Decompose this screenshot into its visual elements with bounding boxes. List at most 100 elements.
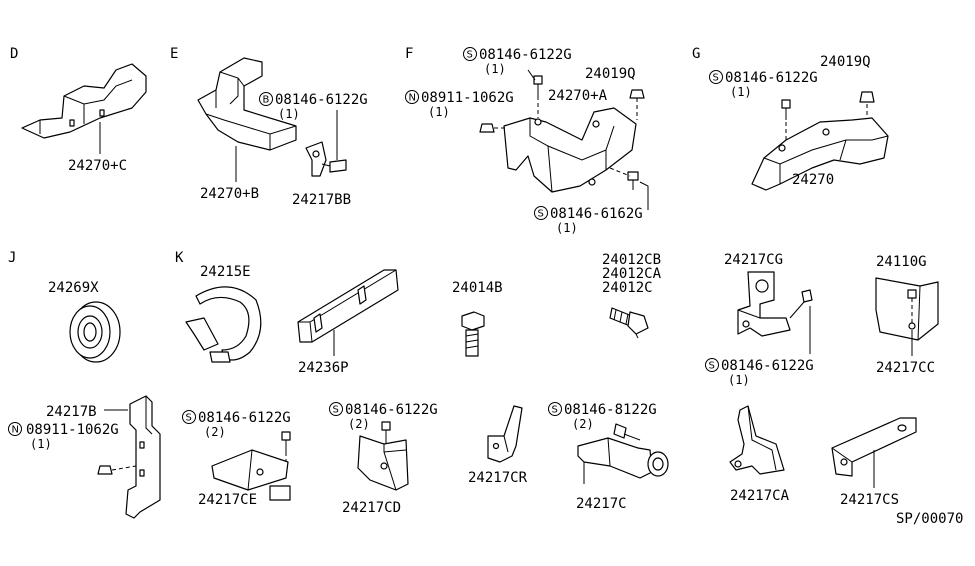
part-label-24217ce: 24217CE: [198, 492, 257, 508]
svg-text:S: S: [467, 50, 473, 61]
svg-text:(1): (1): [278, 107, 300, 121]
part-24217cr-drawing: [487, 405, 523, 463]
fastener-n-08911-1062g-b: N 08911-1062G (1): [8, 422, 119, 451]
part-24270a-drawing: [503, 107, 637, 193]
part-24217ce-drawing: [211, 449, 291, 501]
part-24217cg-drawing: [737, 271, 791, 337]
svg-text:08146-6122G: 08146-6122G: [345, 402, 438, 418]
nut-icon: [859, 91, 875, 103]
bolt-prefix-s-icon: [329, 402, 343, 416]
part-label-24217b: 24217B: [46, 404, 97, 420]
bolt-prefix-s-icon: [705, 358, 719, 372]
section-label-j: J: [8, 250, 16, 266]
svg-text:(1): (1): [484, 62, 506, 76]
fastener-s-08146-6122g-g: S 08146-6122G (1): [709, 70, 818, 99]
part-label-24217cr: 24217CR: [468, 470, 528, 486]
svg-text:S: S: [713, 73, 719, 84]
part-label-24217cd: 24217CD: [342, 500, 401, 516]
fastener-s-08146-6122g-f: S 08146-6122G (1): [463, 47, 572, 76]
svg-text:08146-8122G: 08146-8122G: [564, 402, 657, 418]
part-label-24270a: 24270+A: [548, 88, 608, 104]
svg-text:08146-6122G: 08146-6122G: [725, 70, 818, 86]
svg-text:08146-6122G: 08146-6122G: [275, 92, 368, 108]
part-24215e-drawing: [185, 286, 262, 363]
bolt-prefix-s-icon: [534, 206, 548, 220]
bolt-icon: [781, 99, 791, 120]
svg-text:08911-1062G: 08911-1062G: [26, 422, 119, 438]
part-label-24217cs: 24217CS: [840, 492, 899, 508]
part-24217cs-drawing: [831, 417, 917, 477]
svg-text:08146-6122G: 08146-6122G: [479, 47, 572, 63]
svg-text:(1): (1): [428, 105, 450, 119]
part-label-24215e: 24215E: [200, 264, 251, 280]
svg-text:S: S: [709, 361, 715, 372]
part-label-24019q-f: 24019Q: [585, 66, 636, 82]
fastener-b-08146-6122g: B 08146-6122G (1): [259, 92, 368, 121]
part-label-24269x: 24269X: [48, 280, 99, 296]
bolt-icon: [613, 423, 641, 441]
bolt-icon: [627, 171, 639, 190]
svg-text:08146-6162G: 08146-6162G: [550, 206, 643, 222]
svg-text:(2): (2): [348, 417, 370, 431]
section-label-g: G: [692, 46, 700, 62]
part-24217cc-drawing: [875, 277, 939, 341]
svg-text:S: S: [333, 405, 339, 416]
part-label-24236p: 24236P: [298, 360, 349, 376]
part-label-24012c: 24012C: [602, 280, 653, 296]
part-24014b-drawing: [461, 311, 485, 357]
part-24217bb-drawing: [305, 141, 347, 177]
bolt-prefix-s-icon: [463, 47, 477, 61]
part-24217c-drawing: [577, 437, 669, 484]
part-24270c-drawing: [21, 63, 147, 139]
svg-text:S: S: [538, 209, 544, 220]
svg-text:08911-1062G: 08911-1062G: [421, 90, 514, 106]
part-label-24270b: 24270+B: [200, 186, 259, 202]
fastener-s-08146-6122g-ce: S 08146-6122G (2): [182, 410, 291, 439]
section-label-e: E: [170, 46, 178, 62]
part-label-24217c: 24217C: [576, 496, 627, 512]
part-label-24110g: 24110G: [876, 254, 927, 270]
part-24236p-drawing: [297, 269, 399, 343]
svg-text:S: S: [186, 413, 192, 424]
bolt-icon: [381, 421, 391, 440]
bolt-icon: [281, 431, 291, 452]
part-label-24014b: 24014B: [452, 280, 503, 296]
nut-prefix-n-icon: [405, 90, 419, 104]
part-label-24217bb: 24217BB: [292, 192, 351, 208]
svg-text:08146-6122G: 08146-6122G: [721, 358, 814, 374]
bolt-prefix-s-icon: [548, 402, 562, 416]
bolt-icon: [789, 289, 813, 319]
part-24217b-drawing: [125, 395, 161, 519]
part-24217ca-drawing: [729, 405, 785, 475]
nut-icon: [97, 465, 113, 475]
section-label-k: K: [175, 250, 184, 266]
part-label-24012cb: 24012CB: [602, 252, 661, 268]
part-label-24012ca: 24012CA: [602, 266, 662, 282]
svg-text:B: B: [263, 95, 270, 106]
nut-prefix-n-icon: [8, 422, 22, 436]
svg-text:N: N: [12, 425, 19, 436]
fastener-s-08146-6122g-cg: S 08146-6122G (1): [705, 358, 814, 387]
part-24270-drawing: [751, 117, 889, 191]
svg-text:N: N: [409, 93, 416, 104]
bolt-icon: [533, 75, 543, 96]
fastener-n-08911-1062g-f: N 08911-1062G (1): [405, 90, 514, 119]
nut-icon: [479, 123, 495, 133]
part-24270b-drawing: [197, 57, 297, 151]
part-label-24270: 24270: [792, 172, 834, 188]
part-24012c-drawing: [609, 307, 649, 339]
diagram-code: SP/00070: [896, 511, 963, 527]
part-label-24270c: 24270+C: [68, 158, 127, 174]
svg-text:(1): (1): [730, 85, 752, 99]
bolt-prefix-s-icon: [709, 70, 723, 84]
section-label-f: F: [405, 46, 413, 62]
svg-text:(1): (1): [556, 221, 578, 235]
svg-text:(2): (2): [572, 417, 594, 431]
svg-text:S: S: [552, 405, 558, 416]
svg-text:08146-6122G: 08146-6122G: [198, 410, 291, 426]
part-24269x-drawing: [69, 301, 121, 363]
part-24217cd-drawing: [357, 435, 409, 491]
fastener-s-08146-6122g-cd: S 08146-6122G (2): [329, 402, 438, 431]
bolt-prefix-b-icon: [259, 92, 273, 106]
